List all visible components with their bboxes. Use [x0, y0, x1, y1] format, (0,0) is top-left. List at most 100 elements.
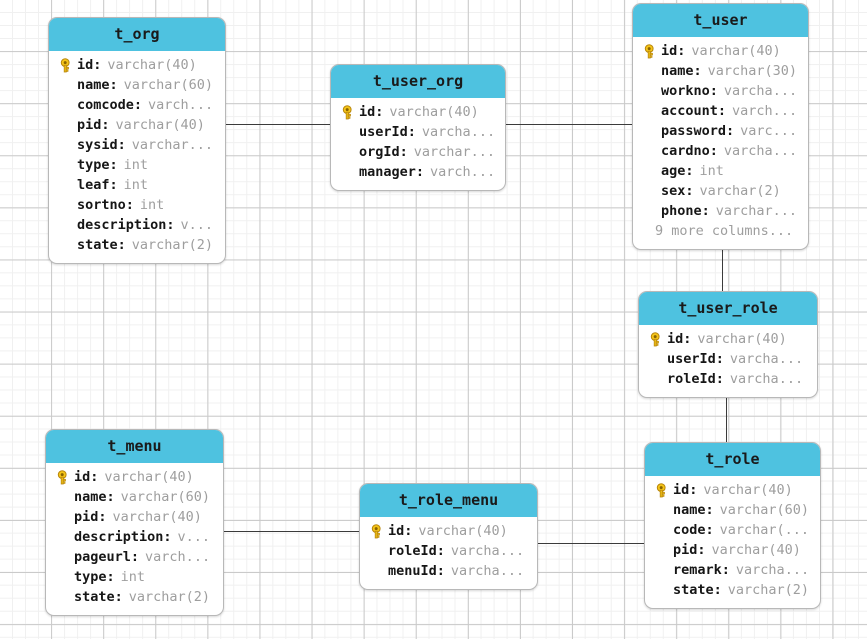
column-row[interactable]: pageurl:varch... [46, 547, 223, 567]
column-row[interactable]: id:varchar(40) [639, 329, 817, 349]
column-type: varchar(40) [115, 117, 205, 133]
column-row[interactable]: sortno:int [49, 195, 225, 215]
column-row[interactable]: pid:varchar(40) [49, 115, 225, 135]
column-row[interactable]: remark:varcha... [645, 560, 820, 580]
column-type: varchar(40) [703, 482, 793, 498]
column-row[interactable]: description:v... [46, 527, 223, 547]
column-type: varch... [148, 97, 214, 113]
column-list-t_role_menu: id:varchar(40)roleId:varcha...menuId:var… [360, 517, 537, 589]
column-row[interactable]: manager:varch... [331, 162, 505, 182]
column-list-t_menu: id:varchar(40)name:varchar(60)pid:varcha… [46, 463, 223, 615]
column-row[interactable]: comcode:varch... [49, 95, 225, 115]
primary-key-icon [641, 43, 661, 59]
column-row[interactable]: userId:varcha... [639, 349, 817, 369]
column-row[interactable]: name: varchar(30) [633, 61, 808, 81]
column-row[interactable]: sysid: varchar... [49, 135, 225, 155]
connector-userrole-to-role[interactable] [726, 392, 727, 443]
primary-key-icon [368, 523, 388, 539]
column-name: manager [359, 164, 416, 180]
table-title-t_user: t_user [633, 4, 808, 37]
column-type: int [139, 197, 165, 213]
column-row[interactable]: type:int [46, 567, 223, 587]
column-row[interactable]: age:int [633, 161, 808, 181]
column-type: v... [180, 217, 214, 233]
column-separator: : [717, 103, 727, 119]
column-type: varchar... [715, 203, 798, 219]
column-row[interactable]: pid:varchar(40) [46, 507, 223, 527]
column-row[interactable]: name:varchar(60) [46, 487, 223, 507]
column-separator: : [685, 183, 694, 199]
column-row[interactable]: cardno:varcha... [633, 141, 808, 161]
column-row[interactable]: account:varch... [633, 101, 808, 121]
column-separator: : [130, 549, 140, 565]
connector-org-to-userorg[interactable] [226, 124, 330, 125]
column-row[interactable]: code:varchar(... [645, 520, 820, 540]
column-name: password [661, 123, 727, 139]
connector-rolemenu-to-role[interactable] [538, 543, 645, 544]
column-type: varcha... [450, 543, 525, 559]
column-separator: : [109, 177, 118, 193]
column-separator: : [415, 164, 425, 180]
column-row[interactable]: sex:varchar(2) [633, 181, 808, 201]
column-row[interactable]: description:v... [49, 215, 225, 235]
column-row[interactable]: id:varchar(40) [633, 41, 808, 61]
column-row[interactable]: state:varchar(2) [645, 580, 820, 600]
column-row[interactable]: phone:varchar... [633, 201, 808, 221]
column-row[interactable]: id:varchar(40) [645, 480, 820, 500]
column-row[interactable]: userId:varcha... [331, 122, 505, 142]
column-name: id [388, 523, 405, 539]
column-separator: : [106, 489, 115, 505]
column-row[interactable]: state:varchar(2) [46, 587, 223, 607]
more-columns-label[interactable]: 9 more columns... [655, 223, 794, 239]
entity-table-t_user[interactable]: t_user id:varchar(40) name: varchar(30) work… [632, 3, 809, 250]
column-separator: : [709, 83, 718, 99]
column-row[interactable]: id:varchar(40) [49, 55, 225, 75]
column-row[interactable]: roleId:varcha... [639, 369, 817, 389]
column-name: menuId [388, 563, 437, 579]
column-separator: : [117, 137, 126, 153]
column-name: id [673, 482, 690, 498]
column-name: sysid [77, 137, 118, 153]
column-type: varchar... [131, 137, 214, 153]
column-separator: : [705, 522, 714, 538]
column-row[interactable]: type:int [49, 155, 225, 175]
column-separator: : [106, 569, 115, 585]
column-row[interactable]: id:varchar(40) [360, 521, 537, 541]
column-row[interactable]: roleId:varcha... [360, 541, 537, 561]
column-row[interactable]: id:varchar(40) [46, 467, 223, 487]
column-name: state [673, 582, 714, 598]
column-type: varchar(30) [707, 63, 798, 79]
column-name: sex [661, 183, 686, 199]
table-title-t_menu: t_menu [46, 430, 223, 463]
column-type: varchar(60) [120, 489, 211, 505]
connector-userorg-to-user[interactable] [506, 124, 632, 125]
column-type: int [699, 163, 724, 179]
column-separator: : [721, 562, 730, 578]
column-separator: : [726, 123, 735, 139]
column-name: account [661, 103, 718, 119]
column-row[interactable]: name:varchar(60) [645, 500, 820, 520]
column-separator: : [98, 509, 107, 525]
column-row[interactable]: state:varchar(2) [49, 235, 225, 255]
column-type: varcha... [729, 371, 804, 387]
column-row[interactable]: orgId:varchar... [331, 142, 505, 162]
column-separator: : [693, 63, 702, 79]
column-type: varc... [740, 123, 798, 139]
column-row[interactable]: password: varc... [633, 121, 808, 141]
column-row[interactable]: leaf:int [49, 175, 225, 195]
column-row[interactable]: pid:varchar(40) [645, 540, 820, 560]
column-row[interactable]: workno:varcha... [633, 81, 808, 101]
column-name: name [661, 63, 694, 79]
connector-menu-to-rolemenu[interactable] [224, 531, 359, 532]
column-row[interactable]: id:varchar(40) [331, 102, 505, 122]
column-row[interactable]: name:varchar(60) [49, 75, 225, 95]
connector-user-to-userrole[interactable] [722, 242, 723, 292]
column-row[interactable]: menuId:varcha... [360, 561, 537, 581]
